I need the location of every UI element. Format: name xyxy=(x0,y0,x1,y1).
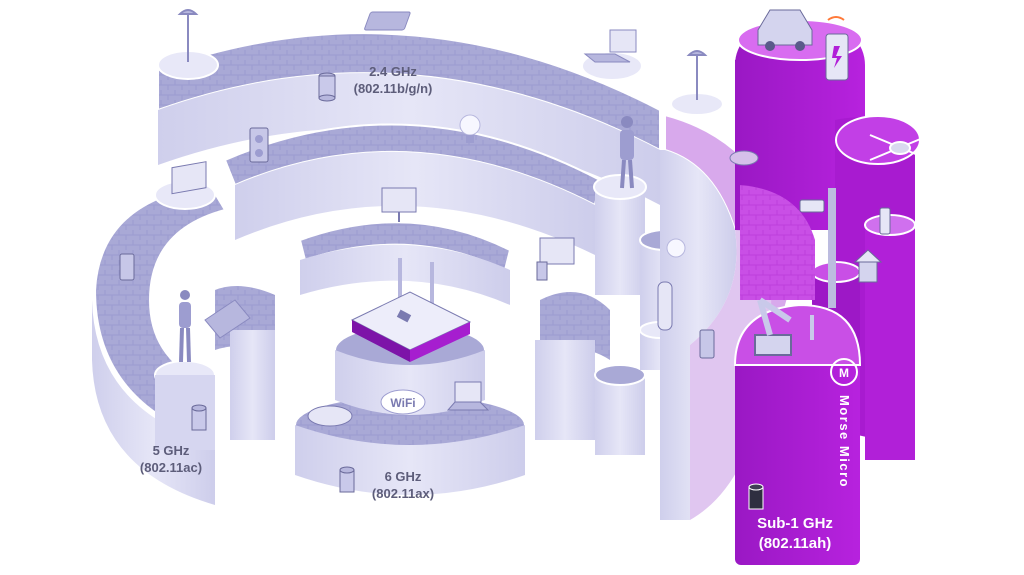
database-icon-3 xyxy=(339,466,355,493)
svg-text:Sub-1 GHz: Sub-1 GHz xyxy=(757,515,833,532)
label-5ghz: 5 GHz (802.11ac) xyxy=(140,443,202,475)
label-2-4ghz: 2.4 GHz (802.11b/g/n) xyxy=(354,64,433,96)
database-icon-2 xyxy=(191,404,207,431)
smart-lock-icon xyxy=(879,207,891,235)
tablet-icon xyxy=(364,11,411,31)
laptop-icon-2 xyxy=(446,381,490,411)
tablet-icon-2 xyxy=(204,299,251,339)
robot-vacuum-icon-2 xyxy=(729,150,759,166)
svg-text:(802.11ax): (802.11ax) xyxy=(372,486,434,501)
svg-text:(802.11ac): (802.11ac) xyxy=(140,460,202,475)
database-icon-4 xyxy=(748,483,764,510)
brand-name: Morse Micro xyxy=(837,395,852,488)
ring-inner xyxy=(298,221,512,305)
monitor-icon-2 xyxy=(381,187,417,222)
robot-arm-icon xyxy=(754,297,814,356)
svg-text:WiFi: WiFi xyxy=(390,396,415,410)
camera-icon xyxy=(799,199,825,213)
thermostat-icon xyxy=(657,281,673,331)
speaker-icon-2 xyxy=(119,253,135,281)
car-icon xyxy=(757,9,813,51)
lightbulb-icon xyxy=(459,114,481,143)
svg-text:2.4 GHz: 2.4 GHz xyxy=(369,64,417,79)
laptop-icon xyxy=(583,29,637,63)
monitor-icon xyxy=(171,161,207,195)
robot-vacuum-icon xyxy=(307,405,353,427)
wifi-badge: WiFi xyxy=(380,389,426,415)
svg-text:5 GHz: 5 GHz xyxy=(153,443,190,458)
drone-icon xyxy=(869,134,931,161)
svg-text:(802.11b/g/n): (802.11b/g/n) xyxy=(354,81,433,96)
lantern-icon xyxy=(853,249,883,283)
speaker-icon-3 xyxy=(699,329,715,359)
street-pole-icon xyxy=(828,188,836,308)
monitor-icon-3 xyxy=(536,237,575,281)
person-icon-2 xyxy=(179,290,191,363)
person-icon xyxy=(620,116,634,189)
lightbulb-icon-2 xyxy=(666,238,686,258)
speaker-icon xyxy=(249,127,269,163)
svg-text:(802.11ah): (802.11ah) xyxy=(759,535,832,552)
svg-text:6 GHz: 6 GHz xyxy=(385,469,422,484)
label-6ghz: 6 GHz (802.11ax) xyxy=(372,469,434,501)
ring-sub1ghz xyxy=(733,19,921,565)
svg-text:M: M xyxy=(839,366,849,380)
router-icon xyxy=(350,258,472,362)
ev-charger-icon xyxy=(825,16,849,81)
ring-6ghz xyxy=(294,324,526,495)
database-icon xyxy=(318,72,336,102)
lamp-icon xyxy=(177,9,199,62)
label-sub1ghz: Sub-1 GHz (802.11ah) xyxy=(757,515,833,552)
lamp-icon-2 xyxy=(686,50,708,100)
morse-micro-logo: M xyxy=(839,366,849,380)
